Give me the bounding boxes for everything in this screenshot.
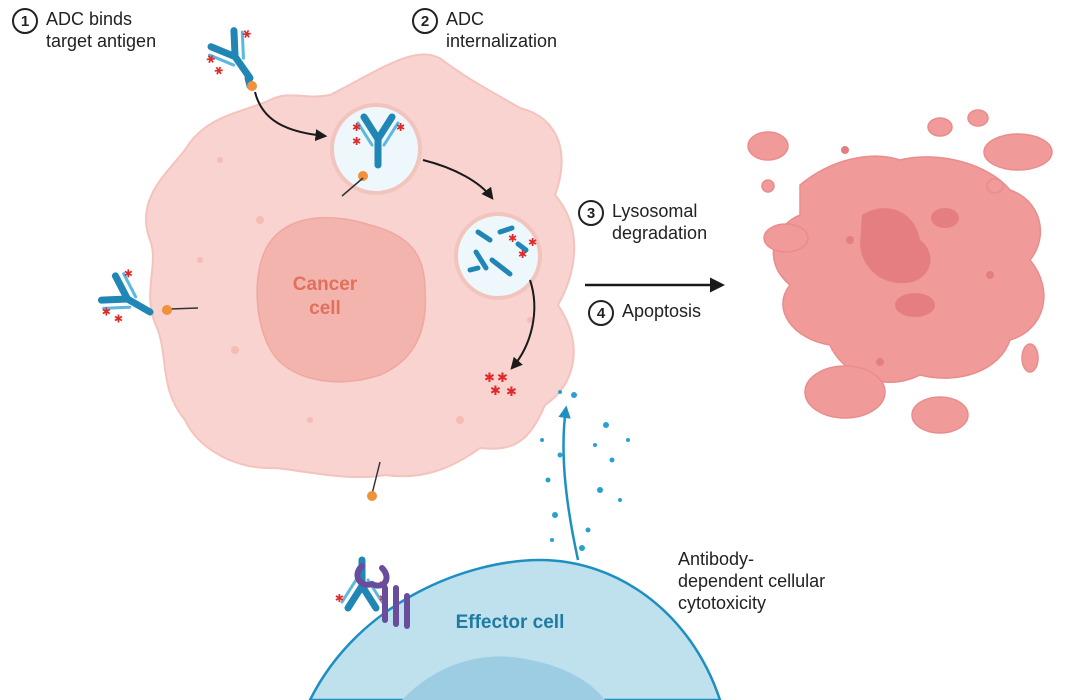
adcc-granules [540,390,630,551]
svg-text:✱: ✱ [518,248,527,261]
step-4-number: 4 [588,300,614,326]
payload-release-arrow [510,279,536,370]
svg-text:✱: ✱ [506,385,517,400]
cancer-cell-nucleus [256,216,427,383]
adc-antibody-top [201,23,272,93]
effector-cell [308,558,722,700]
step-2-number: 2 [412,8,438,34]
svg-text:✱: ✱ [528,236,537,249]
step-1-number: 1 [12,8,38,34]
lysosome [454,212,542,300]
released-payload: ✱✱ ✱✱ [484,371,517,400]
svg-text:✱: ✱ [497,371,508,386]
step-3: 3 Lysosomal degradation [578,200,707,244]
step-4-text: Apoptosis [622,301,702,321]
svg-text:✱: ✱ [484,371,495,386]
step-2: 2 ADC internalization [412,8,557,52]
adcc-label: Antibody- dependent cellular cytotoxicit… [678,549,826,613]
fc-receptor [354,563,410,629]
step-2-text: ADC internalization [446,9,558,51]
effector-cell-label: Effector cell [455,612,565,633]
cancer-cell-label: Cancer cell [292,274,358,319]
antibody-fragments [467,225,529,277]
svg-text:✱: ✱ [490,384,501,399]
binding-arrow [254,91,328,142]
svg-text:✱: ✱ [508,232,517,245]
effector-cell-nucleus [402,656,605,700]
internalization-arrow [422,159,494,200]
step-4: 4 Apoptosis [588,300,701,326]
step-1: 1 ADC binds target antigen [12,8,156,52]
step-1-text: ADC binds target antigen [46,9,157,51]
adcc-arrow [558,405,580,561]
step-3-text: Lysosomal degradation [612,201,708,243]
step-3-number: 3 [578,200,604,226]
